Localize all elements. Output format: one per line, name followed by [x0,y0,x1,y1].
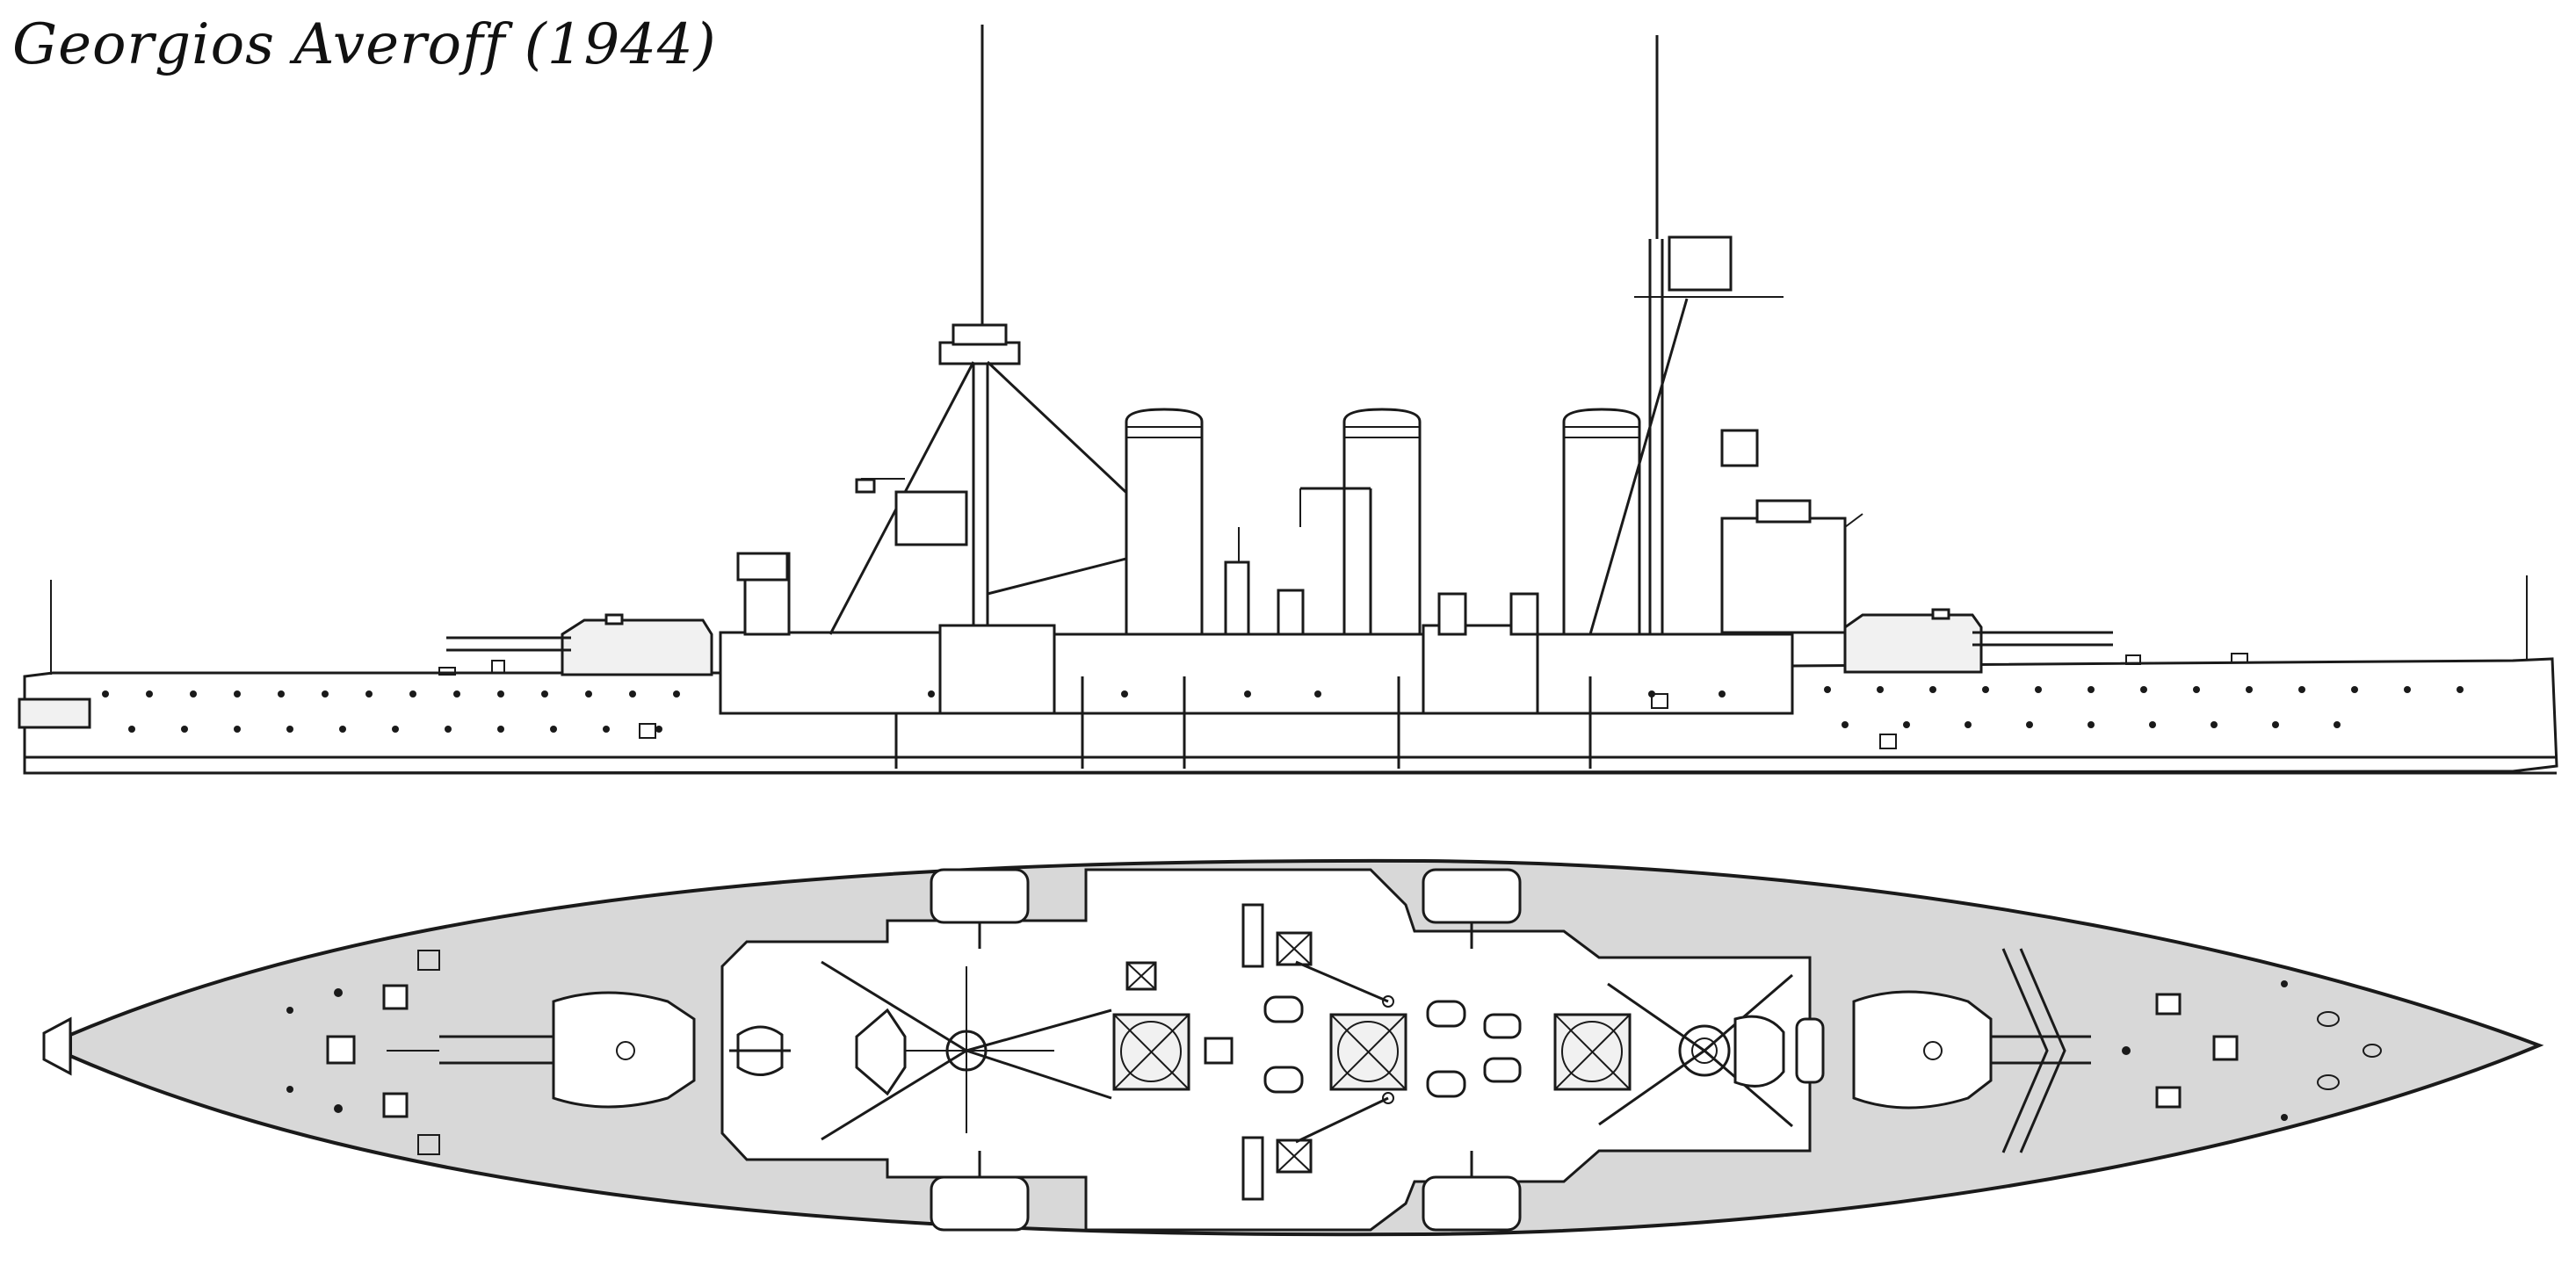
aft-control-top [1668,235,1733,292]
deck-fittings [1125,903,1522,1201]
bow-anchor-detail [18,698,91,729]
fore-turret-plan [439,991,696,1109]
superstructure-plan [720,868,1812,1232]
funnels [1125,408,1641,636]
casemate-fwd [938,624,1056,715]
mainmast [1588,35,1863,635]
fore-main-turret [446,613,713,676]
foremast-plan [821,960,1112,1141]
side-profile-view [18,25,2558,775]
casemate-aft [1422,624,1539,715]
wing-turrets [930,868,1522,1232]
boat-crane [1299,487,1372,634]
funnel-tops [1112,1013,1632,1091]
drawing-title: Georgios Averoff (1944) [12,12,717,77]
portholes [102,686,2464,733]
aft-superstructure [1720,517,1847,634]
top-plan-view [42,858,2544,1237]
aft-deck-details [2001,948,2382,1153]
foremast [829,25,1183,635]
mainmast-plan [1598,973,1825,1128]
stern-cap [42,1016,72,1076]
forward-deck-details [286,950,440,1155]
